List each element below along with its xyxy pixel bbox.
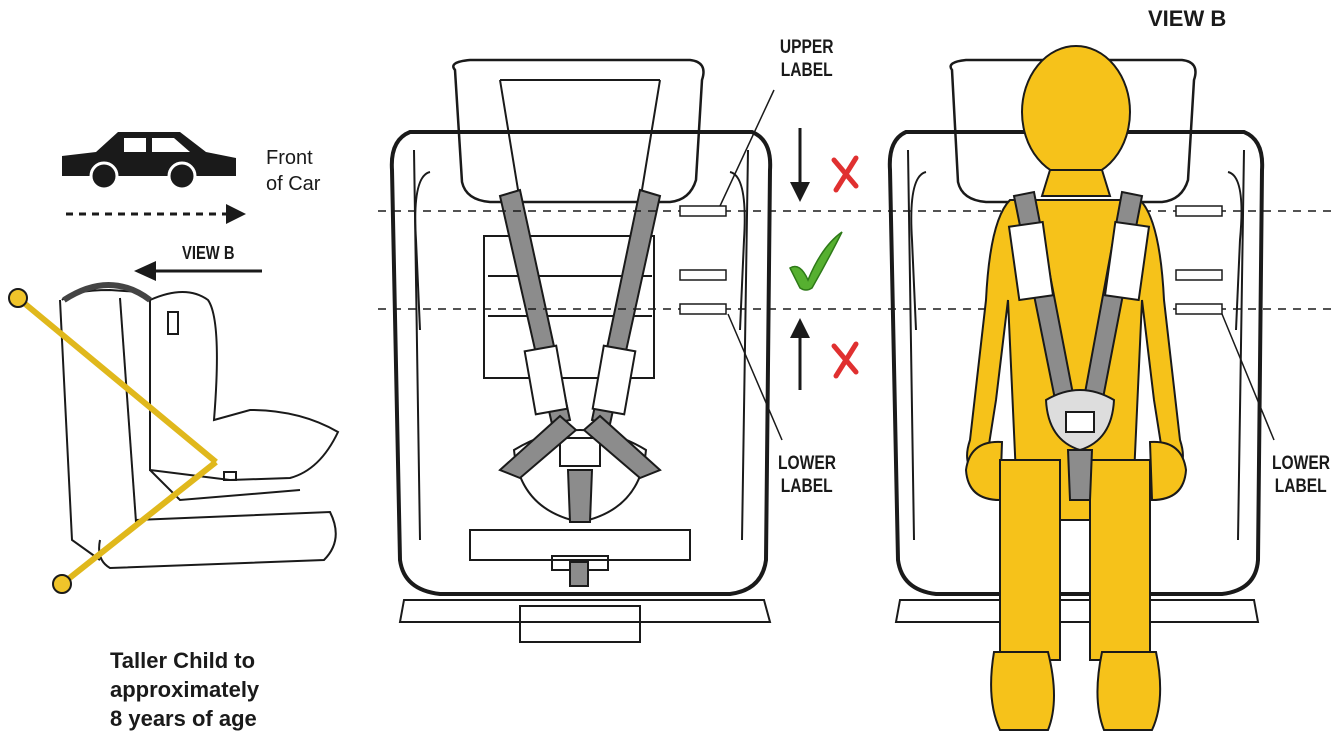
view-b-seat xyxy=(887,58,1265,623)
view-b-title: VIEW B xyxy=(1148,6,1227,31)
front-of-car-line-1: Front xyxy=(266,147,313,169)
car-icon xyxy=(62,132,236,191)
caption-line-1: Taller Child to xyxy=(110,648,256,673)
arrow-left-icon xyxy=(134,261,262,281)
label-leader-lines xyxy=(719,89,1275,441)
label-markers xyxy=(679,205,1223,315)
arrow-down-icon xyxy=(790,128,810,202)
top-tether xyxy=(8,288,218,594)
view-b-harness xyxy=(1007,190,1151,501)
check-icon xyxy=(789,231,843,291)
side-view-seat xyxy=(59,282,340,570)
front-view-seat xyxy=(389,58,773,643)
lower-label-callout-front: LOWER LABEL xyxy=(778,452,836,498)
front-view-harness xyxy=(498,188,662,523)
lower-label-front-line-1: LOWER xyxy=(778,453,836,474)
caption-line-2: approximately xyxy=(110,677,260,702)
front-of-car-line-2: of Car xyxy=(266,173,321,195)
caption: Taller Child to approximately 8 years of… xyxy=(110,646,259,733)
lower-label-front-line-2: LABEL xyxy=(780,476,833,497)
lower-label-callout-view-b: LOWER LABEL xyxy=(1272,452,1330,498)
view-b-arrow-label: VIEW B xyxy=(182,243,235,263)
child-figure xyxy=(964,45,1188,731)
cross-icon xyxy=(831,155,859,379)
upper-label-line-2: LABEL xyxy=(780,60,833,81)
arrow-right-icon xyxy=(66,204,246,224)
front-of-car-label: Front of Car xyxy=(266,145,320,197)
upper-label-line-1: UPPER xyxy=(779,37,834,58)
caption-line-3: 8 years of age xyxy=(110,706,257,731)
arrow-up-icon xyxy=(790,318,810,390)
lower-label-view-b-line-2: LABEL xyxy=(1274,476,1327,497)
upper-label-callout: UPPER LABEL xyxy=(778,36,835,82)
lower-label-view-b-line-1: LOWER xyxy=(1272,453,1330,474)
